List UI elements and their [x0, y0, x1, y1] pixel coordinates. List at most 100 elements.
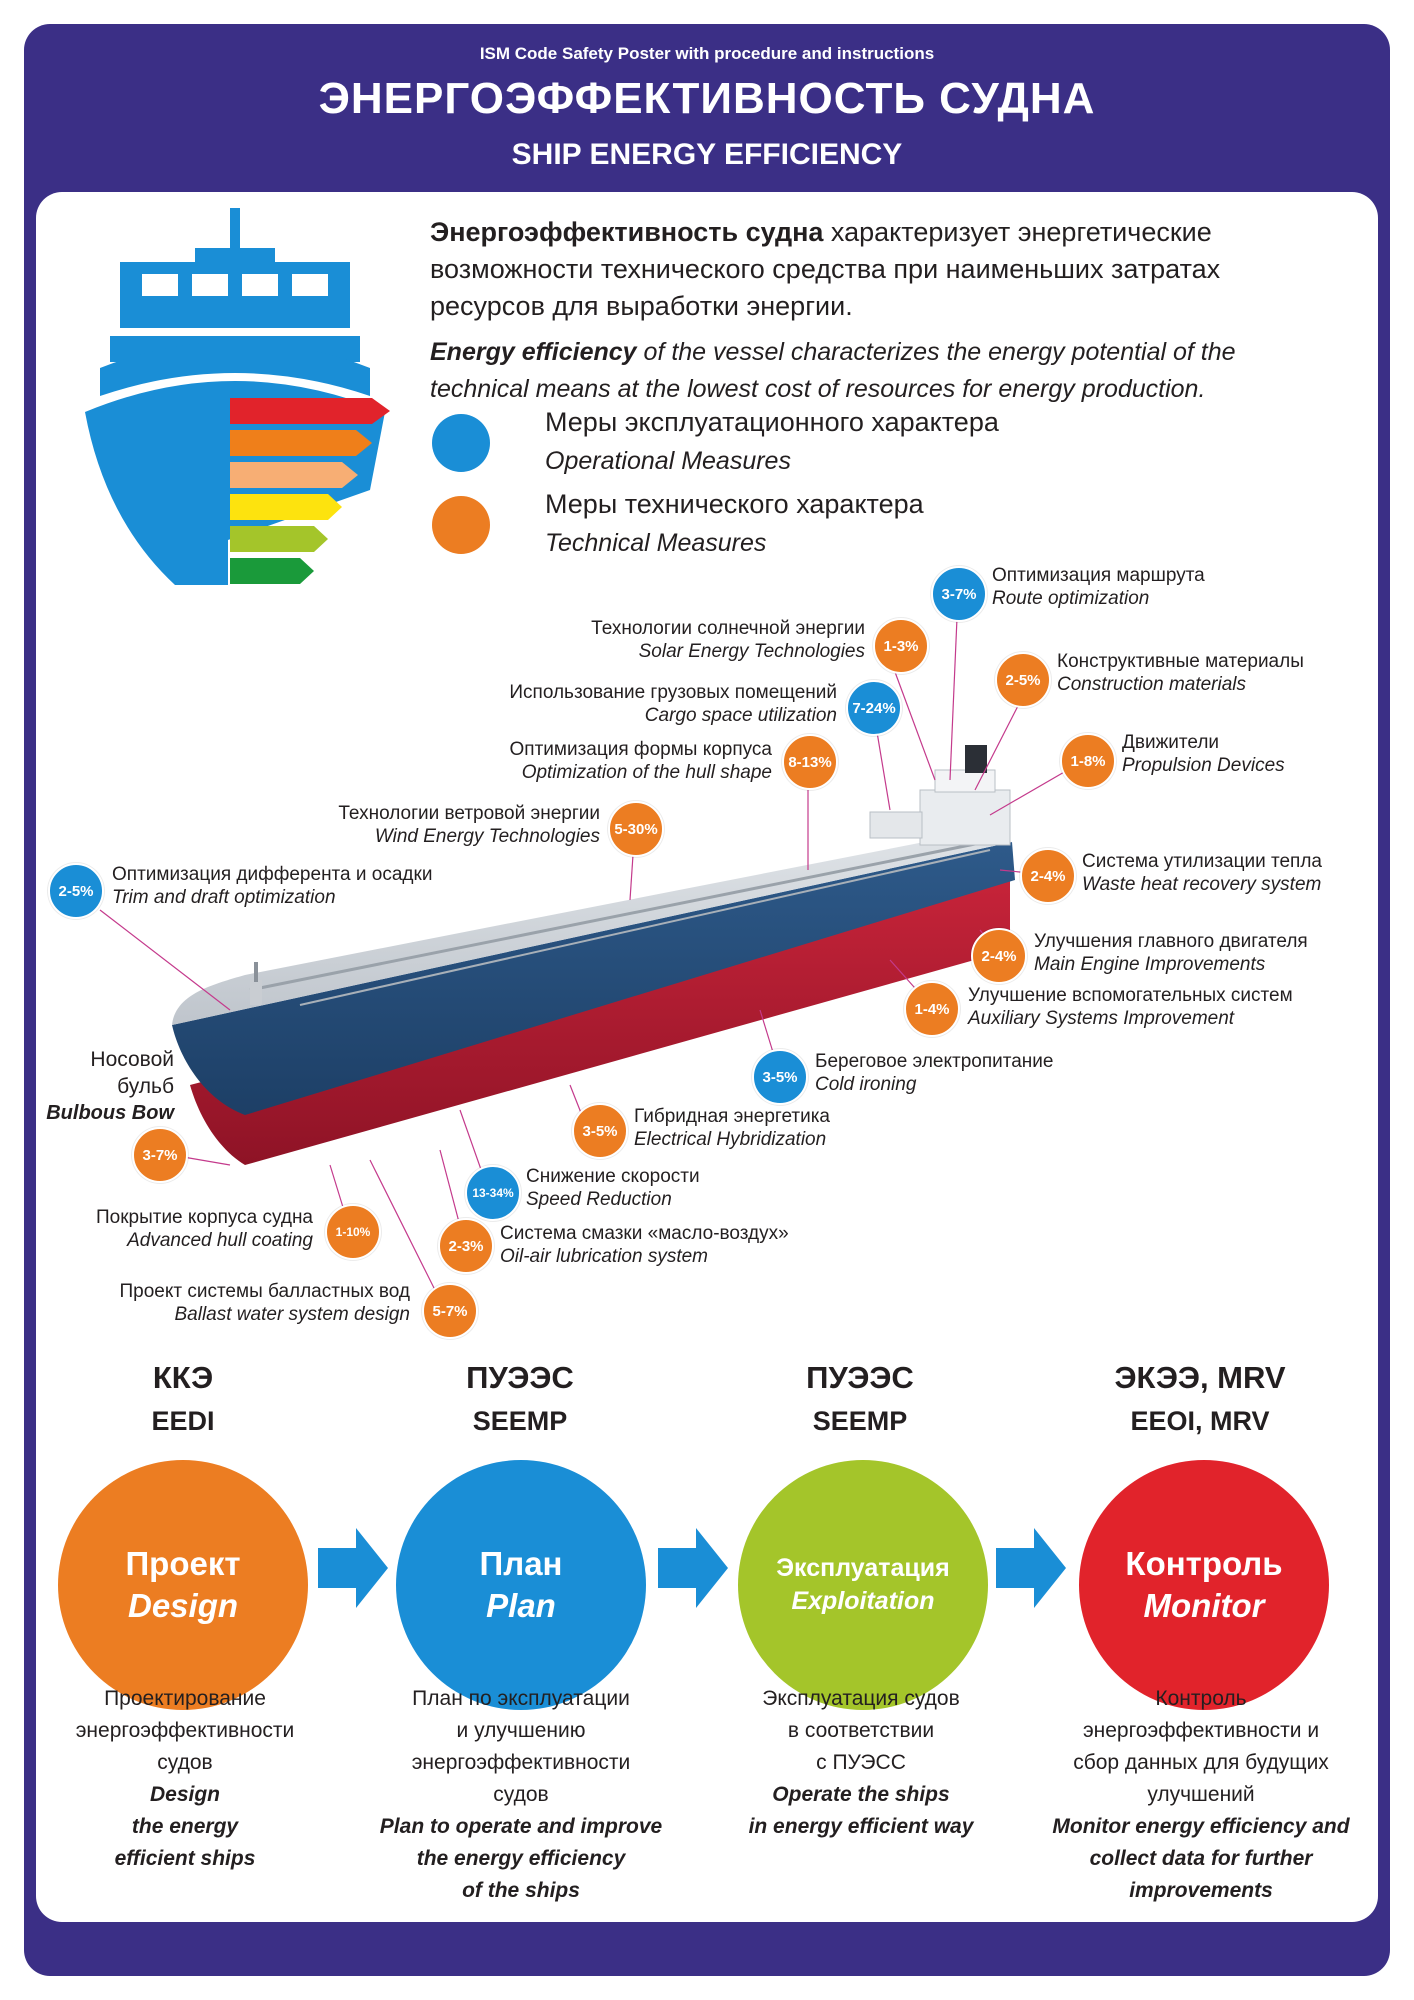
main-engine-label: Улучшения главного двигателя Main Engine…	[1034, 930, 1308, 976]
hybrid-badge: 3-5%	[572, 1103, 628, 1159]
main-engine-ru: Улучшения главного двигателя	[1034, 931, 1308, 952]
stage-exploitation-code-ru: ПУЭЭС	[806, 1360, 914, 1395]
auxiliary-en: Auxiliary Systems Improvement	[968, 1008, 1235, 1029]
lubrication-en: Oil-air lubrication system	[500, 1246, 708, 1267]
stage-design-desc: Проектирование энергоэффективности судов…	[30, 1683, 340, 1875]
stage-design-code: ККЭ EEDI	[33, 1360, 333, 1437]
intro-en: Energy efficiency of the vessel characte…	[430, 334, 1340, 408]
intro-en-bold: Energy efficiency	[430, 338, 637, 366]
speed-ru: Снижение скорости	[526, 1166, 700, 1187]
stage-plan-en: Plan	[486, 1587, 556, 1624]
stage-design-desc-en-3: efficient ships	[114, 1847, 256, 1870]
intro-ru-rest: характеризует энергетические возможности…	[430, 217, 1221, 321]
ship-energy-logo-icon	[85, 208, 390, 585]
legend-operational-en: Operational Measures	[545, 447, 791, 475]
hybrid-ru: Гибридная энергетика	[634, 1106, 830, 1127]
cargo-en: Cargo space utilization	[644, 705, 837, 726]
stage-exploitation-desc-ru-1: Эксплуатация судов	[762, 1687, 960, 1710]
stage-monitor-desc-ru-4: улучшений	[1147, 1783, 1255, 1806]
stage-exploitation-desc-ru-3: с ПУЭСС	[816, 1751, 906, 1774]
stage-exploitation-circle: Эксплуатация Exploitation	[738, 1460, 988, 1710]
intro-en-rest: of the vessel characterizes the energy p…	[430, 338, 1236, 403]
cargo-ru: Использование грузовых помещений	[509, 682, 837, 703]
cold-ironing-en: Cold ironing	[815, 1074, 917, 1095]
hull-shape-label: Оптимизация формы корпуса Optimization o…	[360, 738, 772, 784]
coating-ru: Покрытие корпуса судна	[95, 1207, 313, 1228]
route-label: Оптимизация маршрута Route optimization	[992, 564, 1205, 610]
construction-ru: Конструктивные материалы	[1057, 651, 1304, 672]
stage-monitor-en: Monitor	[1143, 1587, 1265, 1624]
cold-ironing-label: Береговое электропитание Cold ironing	[815, 1050, 1053, 1096]
stage-monitor-desc-ru-3: сбор данных для будущих	[1073, 1751, 1329, 1774]
construction-label: Конструктивные материалы Construction ma…	[1057, 650, 1304, 696]
stage-exploitation-desc-en-2: in energy efficient way	[748, 1815, 974, 1838]
lubrication-badge: 2-3%	[438, 1218, 494, 1274]
stage-monitor-ru: Контроль	[1125, 1545, 1283, 1582]
stage-design-ru: Проект	[125, 1545, 241, 1582]
stage-exploitation-desc: Эксплуатация судов в соответствии с ПУЭС…	[706, 1683, 1016, 1843]
trim-badge: 2-5%	[48, 863, 104, 919]
bulbous-ru-1: Носовой	[90, 1048, 174, 1071]
route-ru: Оптимизация маршрута	[992, 565, 1205, 586]
main-engine-badge: 2-4%	[971, 928, 1027, 984]
ballast-label: Проект системы балластных вод Ballast wa…	[40, 1280, 410, 1326]
propulsion-badge: 1-8%	[1060, 733, 1116, 789]
stage-design-en: Design	[127, 1587, 239, 1624]
stage-plan-code: ПУЭЭС SEEMP	[370, 1360, 670, 1437]
cold-ironing-badge: 3-5%	[752, 1049, 808, 1105]
speed-en: Speed Reduction	[526, 1189, 672, 1210]
cargo-badge: 7-24%	[846, 680, 902, 736]
construction-en: Construction materials	[1057, 674, 1247, 695]
bulbous-badge: 3-7%	[132, 1127, 188, 1183]
stage-plan-desc-en-3: of the ships	[462, 1879, 580, 1902]
wind-en: Wind Energy Technologies	[374, 826, 600, 847]
stage-plan-desc-en-2: the energy efficiency	[416, 1847, 626, 1870]
stage-plan-desc: План по эксплуатации и улучшению энергоэ…	[366, 1683, 676, 1907]
stage-monitor-code: ЭКЭЭ, MRV EEOI, MRV	[1050, 1360, 1350, 1437]
wind-badge: 5-30%	[608, 801, 664, 857]
stage-exploitation-ru: Эксплуатация	[776, 1554, 950, 1582]
stage-monitor-desc-en-3: improvements	[1129, 1879, 1273, 1902]
stage-monitor-code-ru: ЭКЭЭ, MRV	[1114, 1360, 1286, 1395]
stage-plan-desc-ru-3: энергоэффективности	[411, 1751, 631, 1774]
stage-plan-circle: План Plan	[396, 1460, 646, 1710]
bulbous-en: Bulbous Bow	[46, 1102, 174, 1124]
stage-monitor-desc-ru-2: энергоэффективности и	[1082, 1719, 1320, 1742]
waste-heat-label: Система утилизации тепла Waste heat reco…	[1082, 850, 1322, 896]
stage-monitor-circle: Контроль Monitor	[1079, 1460, 1329, 1710]
hybrid-label: Гибридная энергетика Electrical Hybridiz…	[634, 1105, 830, 1151]
ballast-ru: Проект системы балластных вод	[119, 1281, 410, 1302]
header-top-line: ISM Code Safety Poster with procedure an…	[479, 44, 935, 63]
stage-monitor-desc-ru-1: Контроль	[1155, 1687, 1247, 1710]
coating-badge: 1-10%	[325, 1204, 381, 1260]
coating-label: Покрытие корпуса судна Advanced hull coa…	[20, 1206, 313, 1252]
technical-legend-dot	[432, 496, 490, 554]
arrow-right-icon	[658, 1528, 728, 1608]
intro-ru: Энергоэффективность судна характеризует …	[430, 214, 1330, 325]
intro-ru-bold: Энергоэффективность судна	[430, 217, 824, 247]
legend-technical-en: Technical Measures	[545, 529, 767, 557]
bulbous-label: Носовой бульб Bulbous Bow	[30, 1046, 174, 1127]
stage-plan-code-ru: ПУЭЭС	[466, 1360, 574, 1395]
auxiliary-ru: Улучшение вспомогательных систем	[968, 985, 1293, 1006]
lubrication-ru: Система смазки «масло-воздух»	[500, 1223, 789, 1244]
hull-shape-badge: 8-13%	[782, 734, 838, 790]
stage-exploitation-desc-ru-2: в соответствии	[787, 1719, 935, 1742]
stage-plan-desc-en-1: Plan to operate and improve	[379, 1815, 663, 1838]
stage-plan-desc-ru-1: План по эксплуатации	[412, 1687, 630, 1710]
stage-design-code-en: EEDI	[151, 1406, 215, 1436]
route-en: Route optimization	[992, 588, 1150, 609]
title-en: SHIP ENERGY EFFICIENCY	[511, 138, 903, 171]
speed-badge: 13-34%	[465, 1165, 521, 1221]
trim-ru: Оптимизация дифферента и осадки	[112, 864, 433, 885]
arrow-right-icon	[996, 1528, 1066, 1608]
hull-shape-ru: Оптимизация формы корпуса	[509, 739, 772, 760]
propulsion-label: Движители Propulsion Devices	[1122, 731, 1285, 777]
solar-ru: Технологии солнечной энергии	[591, 618, 865, 639]
stage-plan-desc-ru-4: судов	[493, 1783, 549, 1806]
stage-plan-desc-ru-2: и улучшению	[456, 1719, 586, 1742]
stage-plan-ru: План	[479, 1545, 563, 1582]
stage-exploitation-code: ПУЭЭС SEEMP	[710, 1360, 1010, 1437]
cargo-label: Использование грузовых помещений Cargo s…	[400, 681, 837, 727]
stage-design-desc-en-1: Design	[149, 1783, 220, 1806]
